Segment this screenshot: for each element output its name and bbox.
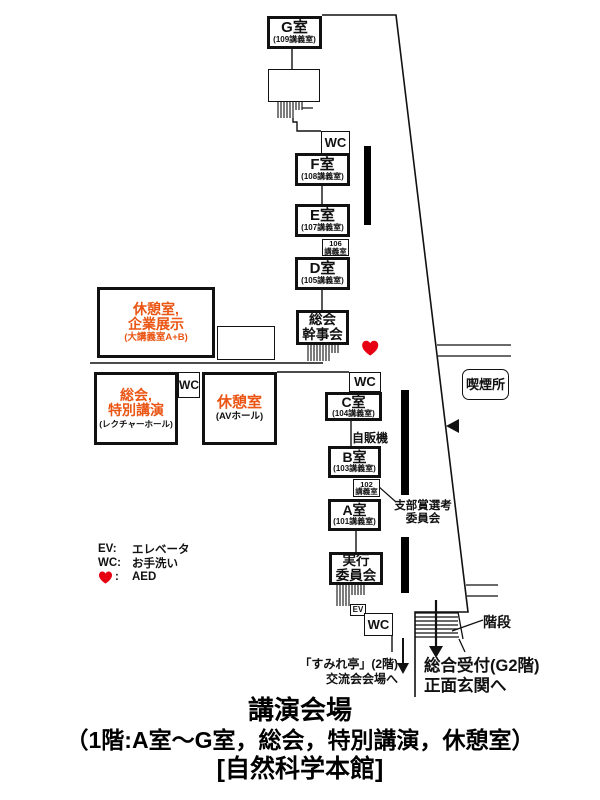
corridor-zigzag	[292, 118, 321, 132]
branch-award-committee-label: 支部賞選考 委員会	[394, 500, 452, 525]
legend-row-ev: EV: エレベータ	[98, 543, 190, 556]
title-line3: [自然科学本館]	[216, 755, 384, 783]
stair-hall-top	[268, 69, 320, 102]
heart-icon	[99, 571, 112, 584]
map-title: 講演会場 （1階:A室～G室，総会，特別講演，休憩室） [自然科学本館]	[0, 696, 600, 784]
sumire-route-label: 「すみれ亭」(2階) 交流会会場へ	[299, 657, 398, 686]
corridor-connectors	[291, 49, 393, 652]
vending-machine-label: 自販機	[352, 431, 389, 445]
room-c: C室 (104講義室)	[325, 392, 382, 421]
soukai-tokubetsu-room: 総会, 特別講演 (レクチャーホール)	[94, 372, 178, 445]
room-a: A室 (101講義室)	[328, 499, 381, 531]
break-exhibit-room: 休憩室, 企業展示 (大講義室A+B)	[97, 287, 215, 358]
soukai-kanjikai-room: 総会 幹事会	[296, 310, 349, 345]
wc-top: WC	[321, 131, 350, 154]
wall-bar-top	[364, 146, 371, 225]
break-av-room: 休憩室 (AVホール)	[202, 372, 277, 445]
room-106: 106 講義室	[322, 239, 349, 256]
down-arrow-icon	[429, 600, 443, 658]
building-outline	[322, 14, 469, 697]
legend-row-wc: WC: お手洗い	[98, 557, 178, 570]
reception-route-label: 総合受付(G2階) 正面玄関へ	[424, 657, 540, 695]
room-102: 102 講義室	[353, 479, 380, 497]
room-g: G室 (109講義室)	[267, 16, 322, 49]
wall-bar-middle	[401, 390, 409, 495]
heart-icon	[362, 340, 379, 356]
room-d: D室 (105講義室)	[295, 257, 350, 290]
bridge-lines	[437, 344, 511, 357]
executive-committee-room: 実行 委員会	[329, 552, 383, 585]
stairs-hatch-top	[277, 102, 303, 118]
down-arrow-icon-small	[397, 638, 409, 674]
entrance-stairs-edge	[457, 611, 466, 653]
legend-row-aed: : AED	[98, 570, 190, 584]
title-line2: （1階:A室～G室，総会，特別講演，休憩室）	[65, 727, 535, 753]
title-line1: 講演会場	[247, 695, 352, 725]
corridor-walls	[90, 362, 349, 373]
wall-bar-bottom	[401, 537, 409, 593]
wc-bottom: WC	[364, 613, 393, 636]
room-e: E室 (107講義室)	[295, 204, 350, 237]
stairs-hatch-middle	[307, 345, 339, 361]
kaidan-leader-line	[451, 619, 484, 632]
elevator-box: EV	[350, 604, 366, 616]
stair-rail-lines	[466, 584, 498, 597]
stairs-label: 階段	[483, 614, 511, 630]
wc-middle: WC	[349, 372, 381, 392]
room102-leader-line	[377, 485, 397, 503]
room-b: B室 (103講義室)	[328, 446, 381, 478]
legend: EV: エレベータ WC: お手洗い : AED	[98, 542, 190, 584]
smoking-area-box: 喫煙所	[462, 369, 509, 400]
left-triangle-icon	[446, 419, 459, 433]
hall-annex	[217, 326, 275, 360]
room-f: F室 (108講義室)	[295, 153, 350, 186]
wc-left: WC	[178, 372, 200, 398]
stairs-hatch-bottom	[336, 585, 365, 606]
